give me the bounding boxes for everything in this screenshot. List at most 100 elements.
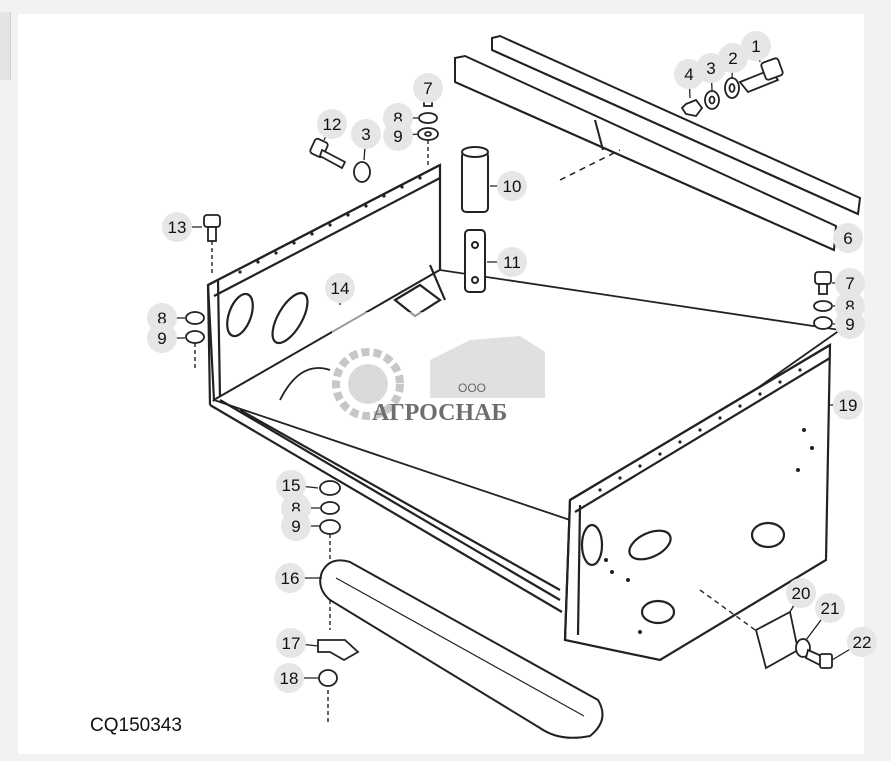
callout-number: 21 [821,599,840,618]
callout-19: 19 [830,390,863,420]
washer-8-left [185,311,205,325]
callout-circle [741,31,771,61]
washer-8-bottom [320,501,340,515]
washer-8-right [813,300,833,312]
callout-number: 7 [845,274,854,293]
callout-number: 18 [280,669,299,688]
lockwasher-3 [704,90,720,110]
callout-number: 14 [331,279,350,298]
callout-number: 6 [843,229,852,248]
callout-circle [281,511,311,541]
callout-circle [833,390,863,420]
nut-9-left [185,330,205,344]
callout-number: 9 [291,517,300,536]
callout-circle [847,627,877,657]
nut-9-bottom [319,519,341,535]
callout-circle [276,628,306,658]
callout-12: 12 [317,109,347,141]
callout-number: 10 [503,177,522,196]
callout-number: 12 [323,115,342,134]
frame-holes [238,176,814,634]
callout-layer: 1234678910111231314897891915891617182021… [147,31,877,693]
callout-15: 15 [276,470,319,500]
callout-number: 9 [393,127,402,146]
callout-number: 2 [728,49,737,68]
bolt-13 [203,214,221,242]
callout-circle [835,268,865,298]
callout-circle [317,109,347,139]
callout-circle [833,223,863,253]
callout-circle [325,273,355,303]
watermark-prefix: ООО [458,381,486,395]
callout-number: 19 [839,396,858,415]
callout-number: 7 [423,79,432,98]
callout-9: 9 [383,121,419,151]
callout-number: 8 [393,109,402,128]
callout-10: 10 [490,171,527,201]
callout-number: 4 [684,65,693,84]
callout-circle [276,470,306,500]
callout-circle [383,121,413,151]
nut-9-right [813,316,833,330]
callout-circle [351,119,381,149]
bracket-11 [464,229,486,293]
callout-circle [162,212,192,242]
callout-circle [274,663,304,693]
callout-number: 20 [792,584,811,603]
bolt-1 [738,57,784,94]
callout-number: 9 [845,315,854,334]
callout-circle [835,309,865,339]
callout-22: 22 [831,627,877,661]
callout-number: 8 [291,499,300,518]
callout-circle [497,247,527,277]
callout-18: 18 [274,663,318,693]
callout-14: 14 [325,273,355,305]
watermark [332,312,564,422]
callout-3: 3 [351,119,381,161]
callout-number: 22 [853,633,872,652]
callout-7: 7 [832,268,865,298]
watermark-brand: АГРОСНАБ [372,400,507,426]
callout-1: 1 [741,31,771,63]
plate-20 [754,610,800,670]
washer-8-top [418,112,438,124]
callout-6: 6 [833,223,863,253]
nut-18 [318,669,338,687]
callout-circle [497,171,527,201]
callout-13: 13 [162,212,202,242]
callout-circle [815,593,845,623]
callout-9: 9 [147,323,185,353]
callout-20: 20 [786,578,816,613]
callout-number: 17 [282,634,301,653]
callout-number: 3 [361,125,370,144]
callout-circle [275,563,305,593]
callout-number: 15 [282,476,301,495]
washer-15 [319,480,341,496]
callout-number: 8 [157,309,166,328]
callout-11: 11 [487,247,527,277]
bolt-7-right [814,271,832,295]
callout-number: 11 [503,253,521,272]
tube-10 [461,146,489,213]
callout-number: 16 [281,569,300,588]
strap-lower [454,54,838,252]
callout-number: 13 [168,218,187,237]
left-edge-strip [0,12,11,80]
callout-circle [674,59,704,89]
callout-17: 17 [276,628,319,658]
callout-number: 9 [157,329,166,348]
callout-circle [147,323,177,353]
callout-number: 1 [751,37,760,56]
callout-16: 16 [275,563,322,593]
callout-21: 21 [805,593,845,641]
callout-circle [413,73,443,103]
part-code: CQ150343 [90,715,182,736]
callout-9: 9 [833,309,865,339]
pad-16 [319,559,604,739]
strap-upper [491,34,862,216]
nut-9-top [417,127,439,141]
nut-3-left [353,161,371,183]
callout-number: 3 [706,59,715,78]
nut-4 [680,98,704,117]
clip-17 [317,639,360,662]
